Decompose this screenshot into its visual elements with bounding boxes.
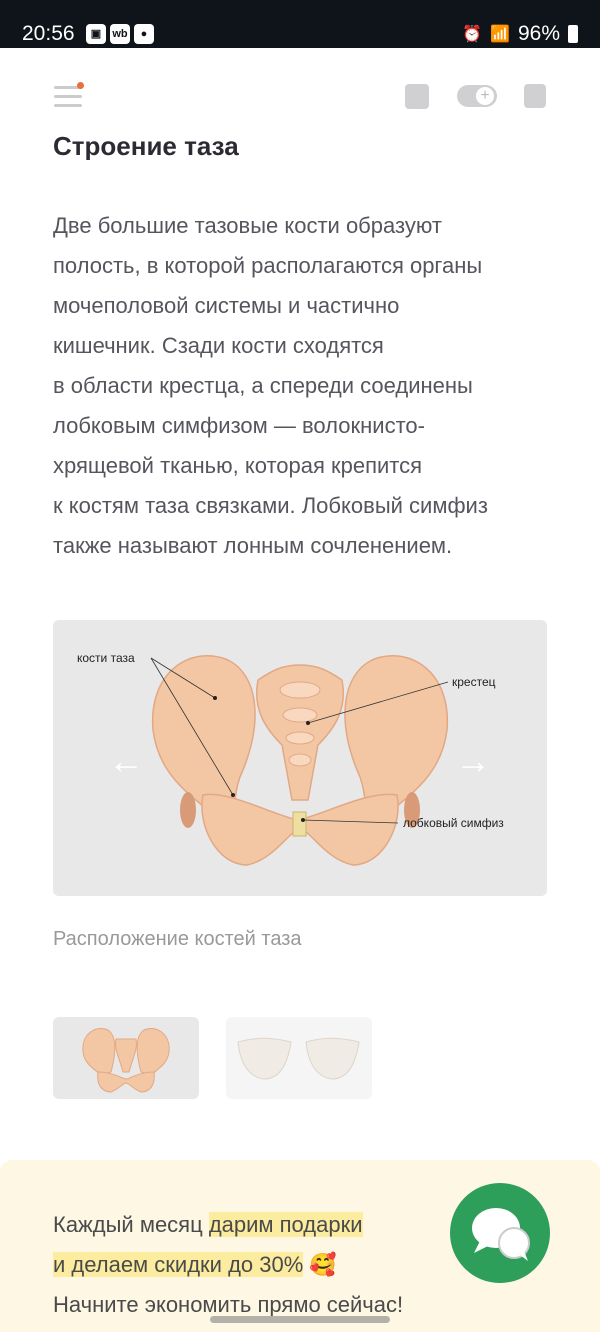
battery-percent: 96%	[517, 22, 560, 45]
thumbnail-2[interactable]	[226, 1017, 372, 1099]
contents-list-icon[interactable]	[405, 84, 429, 109]
label-sacrum: крестец	[452, 675, 496, 689]
emoji-smiling-hearts-icon: 🥰	[309, 1252, 337, 1277]
promo-line-2: и делаем скидки до 30% 🥰	[53, 1247, 337, 1283]
page-title: Строение таза	[53, 131, 239, 160]
figure-caption: Расположение костей таза	[53, 928, 302, 950]
label-symphysis: лобковый симфиз	[403, 816, 504, 830]
label-pelvic-bones: кости таза	[77, 651, 135, 665]
arrow-right-icon[interactable]: →	[455, 740, 491, 781]
paragraph-line: мочеполовой системы и частично	[53, 293, 400, 318]
paragraph-line: лобковым симфизом — волокнисто-	[53, 413, 425, 438]
promo-highlight: дарим подарки	[208, 1212, 363, 1237]
thumbnail-1[interactable]	[53, 1017, 199, 1099]
wb-icon: wb	[110, 24, 130, 44]
paragraph-line: к костям таза связками. Лобковый симфиз	[53, 493, 488, 518]
promo-line-3: Начните экономить прямо сейчас!	[53, 1292, 404, 1317]
wifi-icon: 📶	[490, 26, 510, 43]
paragraph-line: хрящевой тканью, которая крепится	[53, 453, 423, 478]
alarm-icon: ⏰	[462, 26, 483, 43]
battery-icon	[568, 25, 578, 43]
thumbnail-pelvis-image	[237, 1037, 360, 1080]
chat-button[interactable]	[450, 1183, 550, 1283]
thumbnail-pelvis-image	[82, 1028, 170, 1093]
paragraph-line: полость, в которой располагаются органы	[53, 253, 483, 278]
pelvis-illustration	[150, 655, 449, 866]
chat-bubbles-icon	[472, 1208, 530, 1261]
gallery-icon: ▣	[86, 24, 106, 44]
top-header	[0, 48, 600, 130]
notification-dot	[77, 82, 84, 89]
paragraph-line: кишечник. Сзади кости сходятся	[53, 333, 384, 358]
image-carousel[interactable]: кости таза крестец лобковый симфиз ← →	[53, 620, 547, 896]
paragraph-line: в области крестца, а спереди соединены	[53, 373, 473, 398]
profile-icon: ●	[134, 24, 154, 44]
toggle-add-icon[interactable]: +	[457, 85, 497, 107]
status-bar: 20:56 ▣ wb ● ⏰ 📶 96%	[0, 0, 600, 48]
arrow-left-icon[interactable]: ←	[108, 740, 144, 781]
promo-text: Каждый месяц	[53, 1212, 209, 1237]
menu-button[interactable]	[54, 82, 84, 113]
promo-highlight: и делаем скидки до 30%	[53, 1252, 304, 1277]
home-indicator[interactable]	[210, 1316, 390, 1323]
status-time: 20:56	[22, 22, 75, 45]
promo-line-1: Каждый месяц дарим подарки	[53, 1207, 363, 1243]
paragraph-line: Две большие тазовые кости образуют	[53, 213, 442, 238]
paragraph-line: также называют лонным сочленением.	[53, 533, 453, 558]
article-paragraph: Две большие тазовые кости образуют полос…	[53, 206, 553, 566]
bag-icon[interactable]	[524, 84, 546, 108]
